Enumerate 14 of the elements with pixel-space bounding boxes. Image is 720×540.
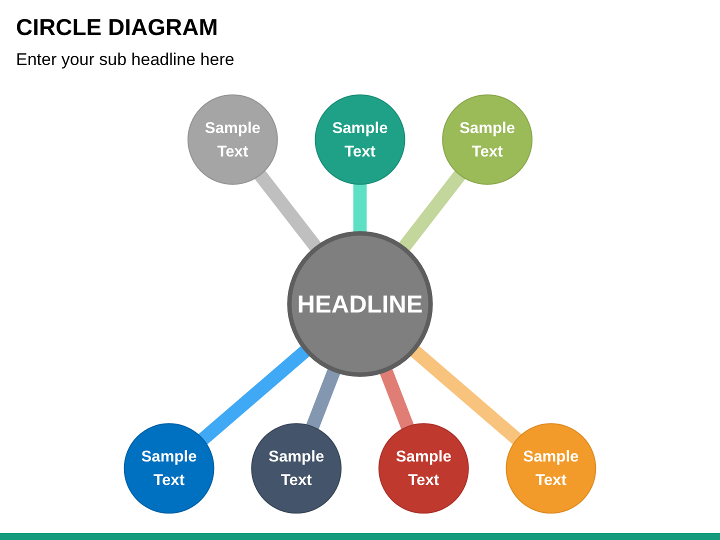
node-circle: Sample Text bbox=[187, 94, 278, 185]
connector bbox=[397, 170, 466, 254]
node-circle: Sample Text bbox=[442, 94, 533, 185]
connector bbox=[408, 344, 522, 446]
connector bbox=[198, 344, 312, 446]
node-circle: HEADLINE bbox=[287, 231, 433, 377]
subtitle: Enter your sub headline here bbox=[16, 50, 234, 70]
title: CIRCLE DIAGRAM bbox=[16, 14, 218, 41]
node-circle: Sample Text bbox=[314, 94, 406, 185]
node-circle: Sample Text bbox=[506, 423, 596, 514]
node-circle: Sample Text bbox=[378, 423, 469, 514]
connector bbox=[254, 170, 323, 254]
node-circle: Sample Text bbox=[251, 423, 342, 514]
node-circle: Sample Text bbox=[124, 423, 214, 514]
